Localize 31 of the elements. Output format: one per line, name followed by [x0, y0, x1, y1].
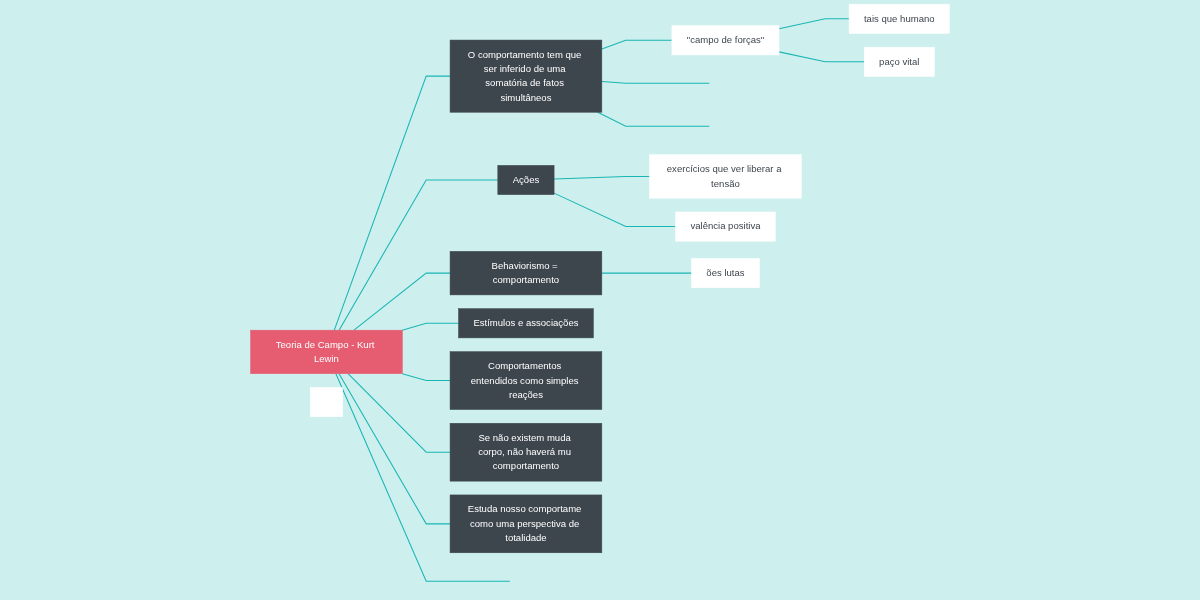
node-box: paço vital: [863, 46, 935, 77]
node-box: valência positiva: [675, 211, 776, 242]
connector: [338, 373, 451, 525]
node-box: Ações: [497, 165, 555, 195]
node-box: Comportamentos entendidos como simples reações: [449, 351, 603, 410]
node-box: Teoria de Campo - Kurt Lewin: [250, 329, 403, 374]
connector: [333, 75, 451, 331]
connector: [778, 51, 865, 63]
connector: [778, 18, 850, 30]
node-box: "campo de forças": [671, 25, 780, 56]
connector: [597, 111, 710, 127]
connector: [347, 373, 451, 453]
connector: [601, 272, 693, 274]
connector: [401, 322, 460, 331]
node-box: [310, 387, 343, 417]
connector: [553, 175, 651, 180]
connector: [601, 39, 673, 50]
node-box: exercícios que ver liberar a tensão: [649, 154, 802, 199]
connector: [601, 81, 710, 84]
node-box: tais que humano: [848, 3, 950, 34]
connector: [401, 373, 451, 382]
node-box: O comportamento tem que ser inferido de uma somatória de fatos simultâneos: [449, 39, 603, 113]
connector: [338, 179, 499, 331]
node-box: Estuda nosso comportame como uma perspectiva de totalidade: [449, 494, 603, 554]
node-box: Se não existem muda corpo, não haverá mu comportamento: [449, 423, 603, 482]
node-box: Behaviorismo = comportamento: [449, 251, 603, 296]
node-box: ões lutas: [691, 258, 760, 288]
connector: [353, 272, 451, 331]
node-box: Estímulos e associações: [458, 308, 594, 339]
connector: [553, 192, 677, 228]
connector: [335, 373, 511, 582]
